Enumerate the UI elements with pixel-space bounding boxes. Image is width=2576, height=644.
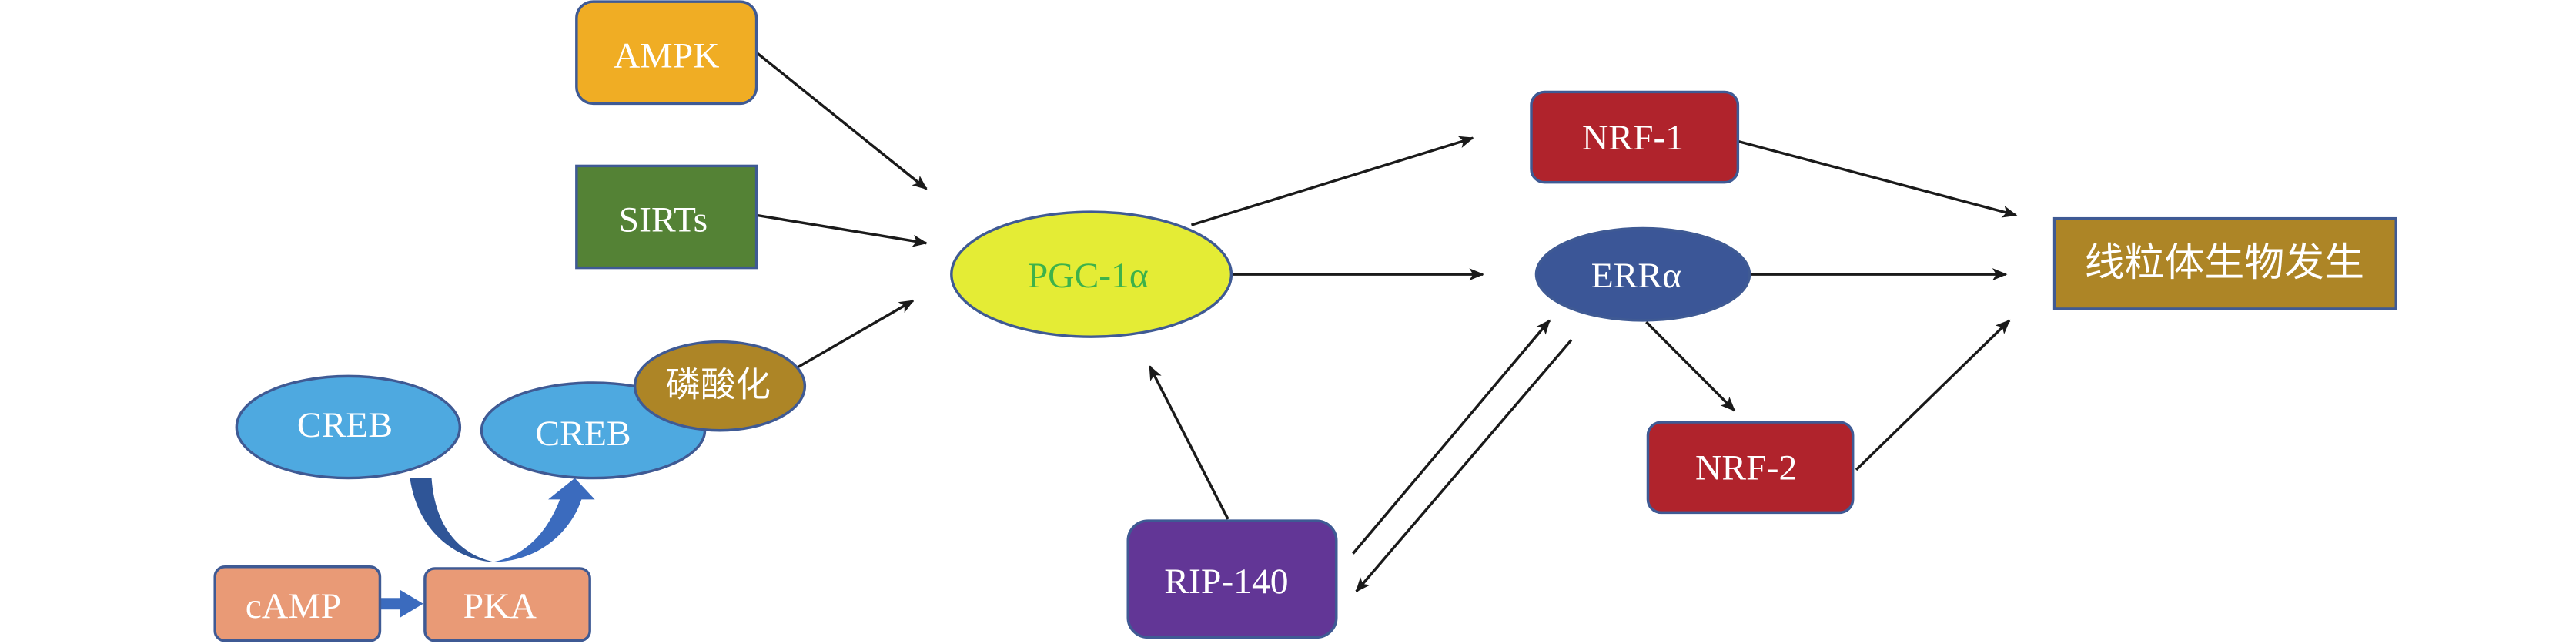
edge-ampk-pgc1a (755, 51, 928, 190)
edge-erra-rip140 (1355, 339, 1573, 592)
node-mito-biogenesis[interactable]: 线粒体生物发生 (2052, 216, 2397, 310)
sirts-box (575, 164, 758, 270)
mito-biogenesis-box (2052, 216, 2397, 310)
creb-activation-curved-arrow (410, 478, 595, 562)
creb-a-ellipse (235, 374, 462, 480)
erra-ellipse (1534, 226, 1751, 322)
phosphorylation-ellipse (633, 340, 807, 432)
pgc1a-ellipse (950, 210, 1233, 338)
pka-label: PKA (463, 586, 537, 626)
edges (755, 51, 2018, 592)
camp-label: cAMP (246, 586, 341, 626)
pgc1a-label: PGC-1α (1028, 256, 1149, 296)
node-phosphorylation[interactable]: 磷酸化 (633, 340, 807, 432)
ampk-box (575, 0, 758, 106)
pka-box (423, 567, 591, 642)
node-sirts[interactable]: SIRTs (575, 164, 758, 270)
node-rip140[interactable]: RIP-140 (1126, 519, 1338, 639)
edge-nrf2-mito (1855, 319, 2011, 471)
creb-a-label: CREB (297, 406, 393, 446)
node-pka[interactable]: PKA (423, 567, 591, 642)
node-nrf1[interactable]: NRF-1 (1530, 90, 1740, 184)
creb-b-label: CREB (535, 414, 631, 454)
nrf1-label: NRF-1 (1582, 118, 1684, 158)
node-nrf2[interactable]: NRF-2 (1646, 421, 1855, 515)
edge-rip140-erra (1352, 319, 1551, 555)
node-pgc1a[interactable]: PGC-1α (950, 210, 1233, 338)
nrf2-box (1646, 421, 1855, 515)
nrf2-label: NRF-2 (1695, 448, 1797, 488)
edge-rip140-pgc1a (1148, 365, 1229, 520)
node-ampk[interactable]: AMPK (575, 0, 758, 106)
ampk-label: AMPK (614, 36, 720, 76)
node-creb-a[interactable]: CREB (235, 374, 462, 480)
mito-biogenesis-label: 线粒体生物发生 (2085, 240, 2364, 286)
edge-phospho-pgc1a (795, 299, 915, 370)
phosphorylation-label: 磷酸化 (666, 364, 771, 405)
edge-pgc1a-nrf1 (1190, 136, 1474, 226)
node-camp[interactable]: cAMP (213, 565, 382, 642)
nrf1-box (1530, 90, 1740, 184)
edge-nrf1-mito (1737, 139, 2018, 218)
rip140-label: RIP-140 (1164, 562, 1288, 602)
erra-label: ERRα (1591, 256, 1682, 296)
sirts-label: SIRTs (619, 200, 708, 240)
node-erra[interactable]: ERRα (1534, 226, 1751, 322)
edge-erra-nrf2 (1645, 320, 1736, 412)
rip140-box (1126, 519, 1338, 639)
camp-to-pka-arrow (380, 589, 423, 618)
camp-box (213, 565, 382, 642)
edge-sirts-pgc1a (756, 213, 928, 247)
